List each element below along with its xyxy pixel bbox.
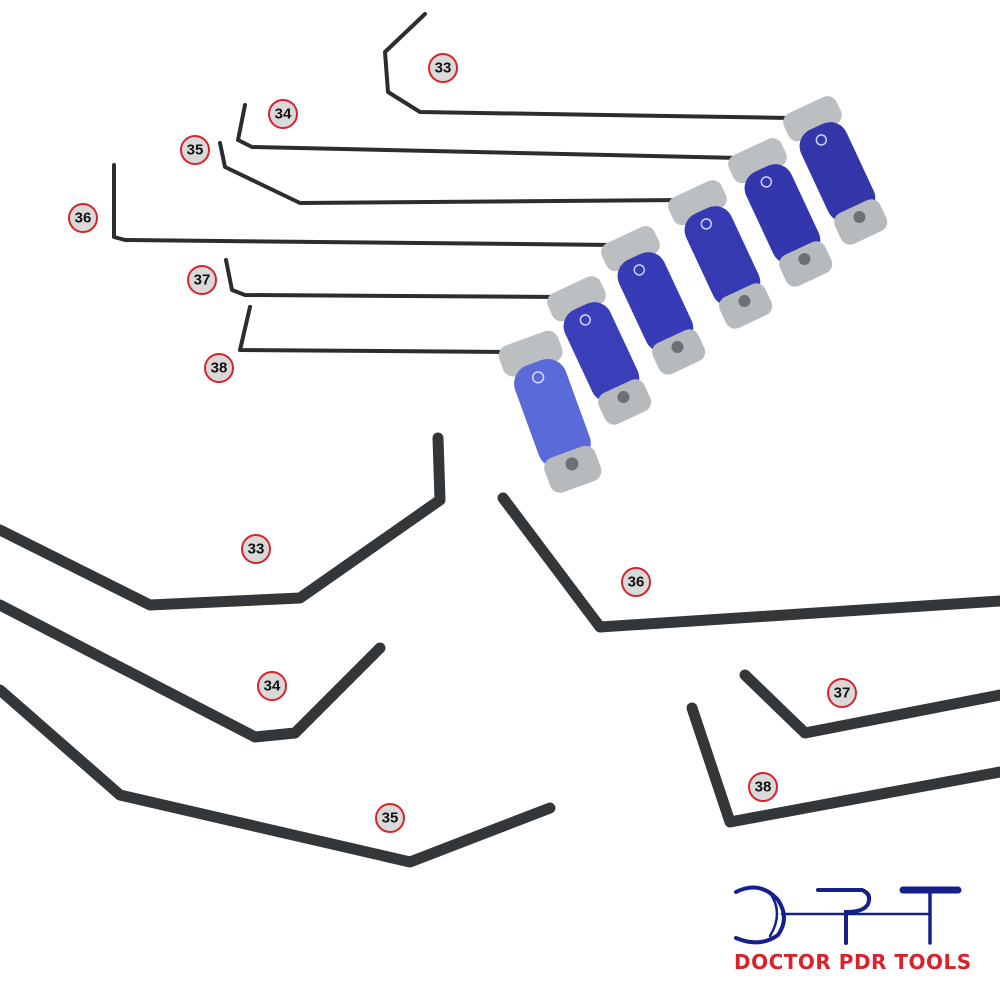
tip-37-closeup xyxy=(739,669,1000,739)
svg-text:37: 37 xyxy=(194,272,211,289)
tip-35-closeup xyxy=(0,684,556,868)
svg-text:35: 35 xyxy=(187,142,204,159)
svg-text:33: 33 xyxy=(248,541,265,558)
svg-text:36: 36 xyxy=(628,574,645,591)
tip-34-closeup xyxy=(0,599,386,743)
tip-33-closeup xyxy=(0,432,446,611)
label-badge: 37 xyxy=(187,265,217,295)
label-badge: 38 xyxy=(748,772,778,802)
label-badge: 33 xyxy=(428,53,458,83)
svg-text:33: 33 xyxy=(435,60,452,77)
label-badge: 35 xyxy=(375,803,405,833)
label-badge: 34 xyxy=(268,99,298,129)
rod-35-top xyxy=(218,141,687,205)
label-badge: 38 xyxy=(204,353,234,383)
label-badge: 35 xyxy=(180,135,210,165)
tip-36-closeup xyxy=(497,492,1000,633)
rod-37-top xyxy=(224,258,562,299)
brand-logo-mark xyxy=(734,885,962,945)
rod-38-top xyxy=(238,305,512,354)
brand-name: DOCTOR PDR TOOLS xyxy=(734,950,972,974)
svg-text:34: 34 xyxy=(275,106,292,123)
svg-text:38: 38 xyxy=(755,779,772,796)
label-badge: 34 xyxy=(257,671,287,701)
label-badge: 36 xyxy=(621,567,651,597)
tip-38-closeup xyxy=(686,702,1000,828)
svg-text:35: 35 xyxy=(382,810,399,827)
label-badge: 33 xyxy=(241,534,271,564)
rod-36-top xyxy=(112,163,617,247)
rod-34-top xyxy=(236,103,742,160)
label-badge: 37 xyxy=(827,678,857,708)
svg-text:37: 37 xyxy=(834,685,851,702)
svg-text:36: 36 xyxy=(75,210,92,227)
svg-text:38: 38 xyxy=(211,360,228,377)
svg-text:34: 34 xyxy=(264,678,281,695)
label-badge: 36 xyxy=(68,203,98,233)
rod-33-top xyxy=(383,12,792,120)
